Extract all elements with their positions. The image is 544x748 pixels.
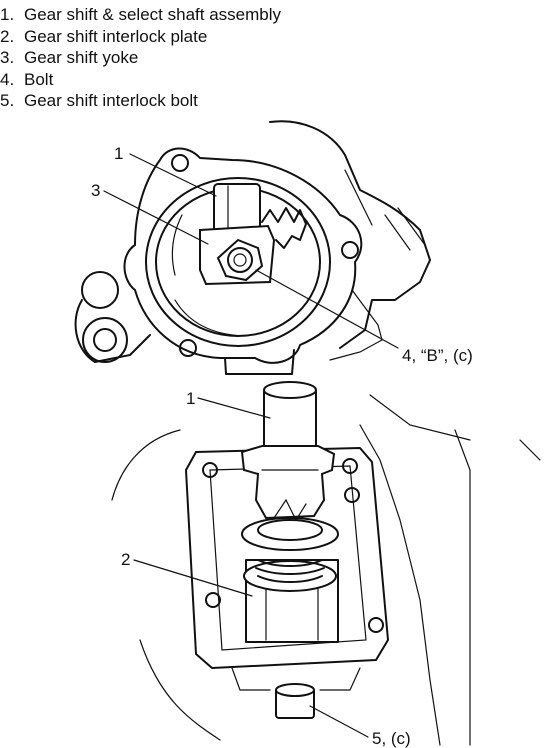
interlock-plate xyxy=(245,559,339,643)
cover-plate xyxy=(123,147,363,364)
cover-bolt-hole xyxy=(171,154,189,172)
left-boss-body xyxy=(74,299,151,363)
legend-label: Bolt xyxy=(24,69,54,89)
case-rib xyxy=(344,169,426,251)
parts-legend: 1. Gear shift & select shaft assembly 2. G… xyxy=(0,4,281,112)
legend-number: 1. xyxy=(0,5,15,24)
left-boss-hole xyxy=(93,328,117,352)
left-boss-outer xyxy=(82,317,128,363)
bolt-boss xyxy=(231,667,361,691)
legend-label: Gear shift interlock plate xyxy=(24,26,208,46)
yoke-bolt-center xyxy=(233,253,247,267)
leader-line-top-3 xyxy=(103,190,209,245)
leader-line-top-1 xyxy=(129,153,217,197)
cover-lower-lug xyxy=(224,349,295,375)
lower-collar xyxy=(243,560,337,592)
legend-item-4: 4. Bolt xyxy=(0,69,281,91)
callout-bottom-2: 2 xyxy=(121,550,130,569)
legend-label: Gear shift & select shaft assembly xyxy=(24,5,281,24)
interlock-bolt-head xyxy=(275,683,315,697)
cover-bolt-hole xyxy=(341,241,359,259)
bore-shading xyxy=(171,214,246,337)
legend-number: 5. xyxy=(0,91,15,110)
legend-item-1: 1. Gear shift & select shaft assembly xyxy=(0,4,281,26)
leader-line-bottom-5 xyxy=(309,705,369,738)
bottom-view: 1 2 5, (c) xyxy=(111,381,541,748)
leader-line-bottom-1 xyxy=(197,397,271,419)
interlock-housing xyxy=(185,447,389,669)
cover-bore-outer xyxy=(145,177,331,347)
housing-bolt-hole xyxy=(202,462,218,478)
yoke-bolt-hex xyxy=(216,238,264,282)
housing-bolt-hole xyxy=(205,592,221,608)
legend-label: Gear shift yoke xyxy=(24,48,139,67)
shift-yoke-lower xyxy=(240,445,336,520)
gear-teeth xyxy=(261,207,307,249)
upper-collar-inner xyxy=(257,519,323,541)
lower-case-outline xyxy=(111,394,471,746)
case-rib-2 xyxy=(329,289,383,361)
callout-bottom-5: 5, (c) xyxy=(372,729,411,748)
left-boss xyxy=(81,271,119,309)
legend-item-2: 2. Gear shift interlock plate xyxy=(0,26,281,48)
housing-bolt-hole xyxy=(342,458,358,474)
callout-top-1: 1 xyxy=(114,144,123,163)
lower-case-rib xyxy=(454,429,541,746)
coil-spring xyxy=(255,559,325,583)
legend-item-3: 3. Gear shift yoke xyxy=(0,47,281,69)
legend-number: 2. xyxy=(0,26,15,46)
shaft-top xyxy=(263,381,317,399)
yoke-bolt-head xyxy=(227,247,253,273)
callout-top-3: 3 xyxy=(91,181,100,200)
shaft-splines xyxy=(273,498,307,522)
legend-number: 4. xyxy=(0,69,15,89)
transmission-case-outline xyxy=(269,120,431,349)
housing-bolt-hole xyxy=(344,487,360,503)
leader-line-bottom-2 xyxy=(133,559,253,597)
legend-label: Gear shift interlock bolt xyxy=(24,91,198,110)
legend-item-5: 5. Gear shift interlock bolt xyxy=(0,90,281,112)
cover-bolt-hole xyxy=(179,339,197,357)
shift-shaft xyxy=(213,183,261,233)
top-view: 1 3 4, “B”, (c) xyxy=(74,120,473,375)
leader-line-top-4 xyxy=(255,269,399,349)
housing-bolt-hole xyxy=(368,617,384,633)
legend-number: 3. xyxy=(0,48,15,67)
callout-top-4: 4, “B”, (c) xyxy=(402,346,473,365)
callout-bottom-1: 1 xyxy=(186,389,195,408)
